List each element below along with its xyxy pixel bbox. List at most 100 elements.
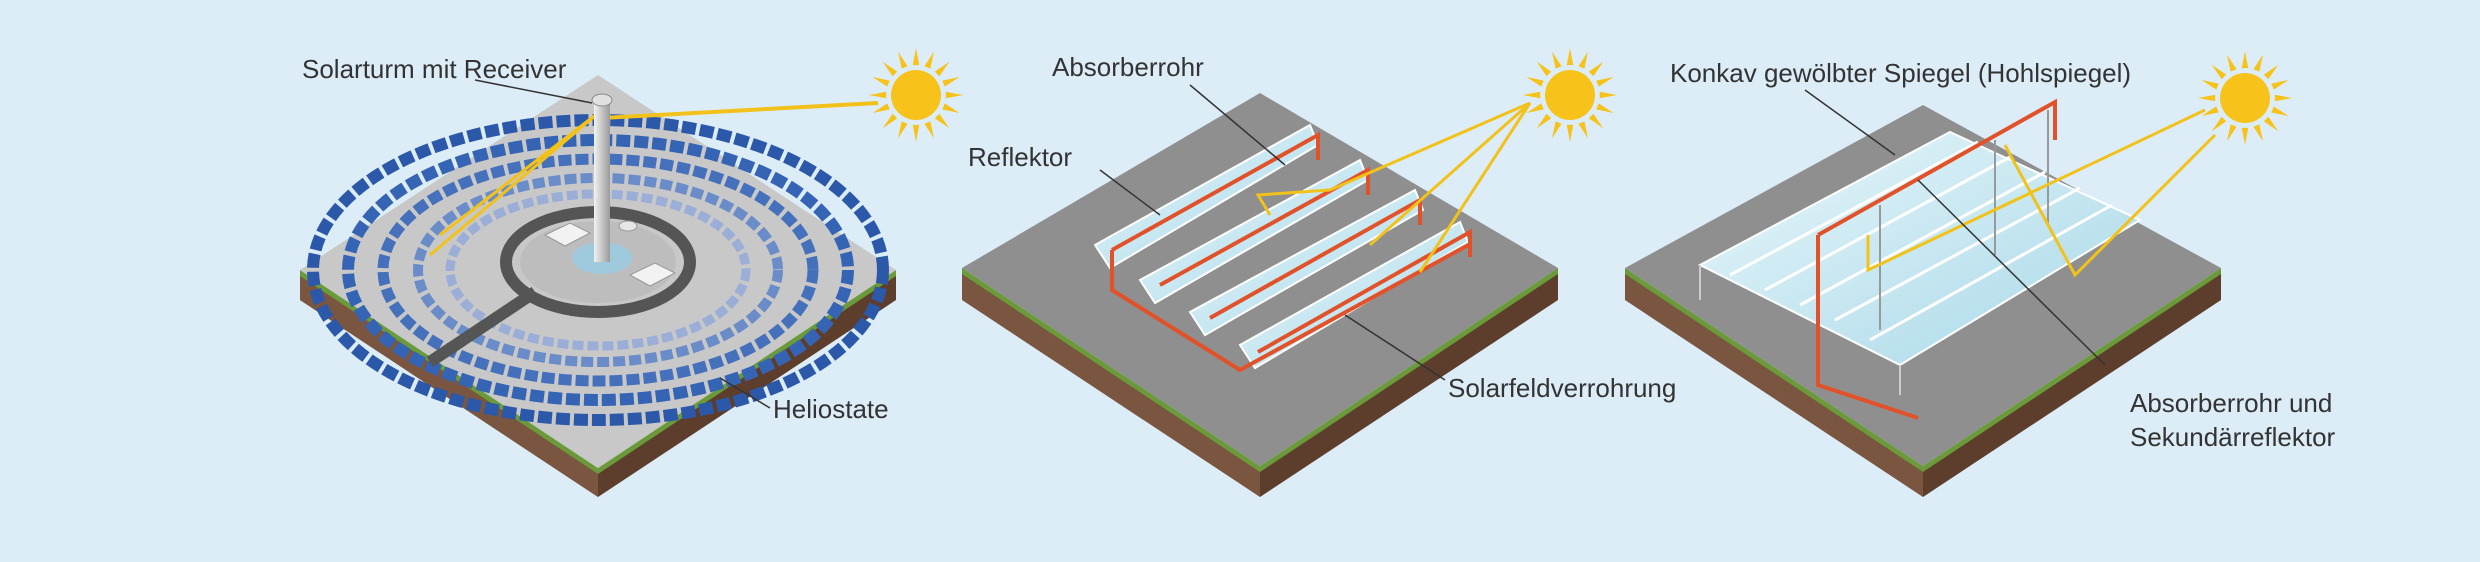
- sun-spike: [1536, 61, 1552, 77]
- leader-absorber: [1189, 84, 1286, 166]
- sun-spike: [882, 113, 898, 129]
- sun-spike: [1596, 103, 1614, 113]
- sun-spike: [1578, 51, 1588, 69]
- sun-spike: [869, 91, 887, 99]
- sun-ray: [1369, 101, 1531, 247]
- sun-spike: [942, 77, 960, 87]
- label-absorber-secondary-line1: Absorberrohr und: [2130, 388, 2332, 418]
- absorber-pipe: [1817, 98, 2057, 237]
- sun-spike: [2263, 116, 2279, 132]
- sun-spike: [1588, 61, 1604, 77]
- label-solar-field-piping: Solarfeldverrohrung: [1448, 373, 1676, 403]
- sun-disc: [2220, 73, 2270, 123]
- sun-spike: [2253, 54, 2263, 72]
- label-absorber-tube: Absorberrohr: [1052, 52, 1204, 82]
- mirror-row-divider: [1764, 155, 2011, 292]
- sun-spike: [1526, 77, 1544, 87]
- sun-spike: [2198, 94, 2216, 102]
- panel-parabolic-trough: Absorberrohr Reflektor Solarfeldverrohru…: [962, 48, 1676, 497]
- sun-spike: [2253, 124, 2263, 142]
- sun-spike: [934, 113, 950, 129]
- leader-receiver: [474, 79, 593, 104]
- sun-spikes: [1523, 48, 1617, 142]
- sun-spike: [1552, 121, 1562, 139]
- sun-spike: [898, 121, 908, 139]
- solar-field-piping: [1110, 131, 1472, 373]
- sun-spike: [2241, 127, 2249, 145]
- sun-spike: [912, 48, 920, 66]
- sun-spike: [872, 103, 890, 113]
- sun-spike: [882, 61, 898, 77]
- sun-icon: [869, 48, 963, 142]
- sun-ray: [1329, 101, 1531, 192]
- sun-spike: [2274, 94, 2292, 102]
- ground-soil-right-face: [1923, 272, 2221, 497]
- sun-disc: [891, 70, 941, 120]
- sun-spike: [2211, 64, 2227, 80]
- absorber-pipe: [1159, 166, 1370, 287]
- sun-ray: [1418, 102, 1532, 273]
- absorber-pipe: [1257, 228, 1472, 354]
- sun-spike: [1536, 113, 1552, 129]
- sun-spike: [1596, 77, 1614, 87]
- panel-linear-fresnel: Konkav gewölbter Spiegel (Hohlspiegel) A…: [1625, 51, 2336, 497]
- leader-reflector: [1099, 169, 1161, 216]
- reflected-ray: [469, 108, 603, 214]
- absorber-frame: [1816, 98, 2057, 420]
- label-solar-tower-receiver: Solarturm mit Receiver: [302, 54, 567, 84]
- sun-spike: [1526, 103, 1544, 113]
- tower-receiver: [591, 93, 613, 107]
- mirror-row-divider: [1729, 140, 1979, 277]
- absorber-pipe: [1111, 131, 1320, 252]
- plant-building: [543, 222, 592, 247]
- tower-shaft: [594, 100, 610, 262]
- panel-solar-tower: Solarturm mit Receiver Heliostate: [300, 48, 963, 497]
- sun-spike: [898, 51, 908, 69]
- sun-spike: [1523, 91, 1541, 99]
- mirror-row-divider: [1869, 203, 2113, 342]
- sun-ray: [2003, 133, 2217, 278]
- reflected-ray: [1255, 188, 1331, 216]
- sun-spike: [1566, 124, 1574, 142]
- sun-ray: [1866, 108, 2206, 273]
- sun-spikes: [869, 48, 963, 142]
- header-pipe: [1110, 242, 1471, 373]
- storage-tank: [618, 220, 638, 232]
- sun-spikes: [2198, 51, 2292, 145]
- sun-spike: [1599, 91, 1617, 99]
- ground-soil-left-face: [962, 272, 1260, 497]
- sun-spike: [2201, 80, 2219, 90]
- absorber-pipe-down: [1816, 235, 1919, 420]
- sun-spike: [872, 77, 890, 87]
- sun-spike: [2227, 54, 2237, 72]
- sun-spike: [945, 91, 963, 99]
- sun-spike: [2241, 51, 2249, 69]
- leader-heliostats: [719, 377, 771, 409]
- sun-spike: [2211, 116, 2227, 132]
- reflected-ray: [429, 108, 603, 257]
- label-absorber-secondary-line2: Sekundärreflektor: [2130, 422, 2336, 452]
- sun-spike: [1588, 113, 1604, 129]
- label-reflector: Reflektor: [968, 142, 1072, 172]
- leader-piping: [1344, 314, 1446, 381]
- sun-disc: [1545, 70, 1595, 120]
- sun-rays: [1255, 101, 1532, 273]
- sun-spike: [912, 124, 920, 142]
- leader-mirror: [1804, 89, 1896, 156]
- sun-spike: [2263, 64, 2279, 80]
- mirror-row-divider: [1799, 170, 2046, 307]
- sun-spike: [934, 61, 950, 77]
- sun-spike: [924, 121, 934, 139]
- sun-spike: [1578, 121, 1588, 139]
- sun-spike: [2271, 80, 2289, 90]
- sun-spike: [2227, 124, 2237, 142]
- ground-soil-right-face: [1260, 272, 1558, 497]
- heliostat-ring: [342, 134, 854, 406]
- label-heliostats: Heliostate: [773, 394, 889, 424]
- solar-tower: [591, 93, 613, 262]
- sun-spike: [942, 103, 960, 113]
- sun-icon: [2198, 51, 2292, 145]
- sun-spike: [924, 51, 934, 69]
- sun-icon: [1523, 48, 1617, 142]
